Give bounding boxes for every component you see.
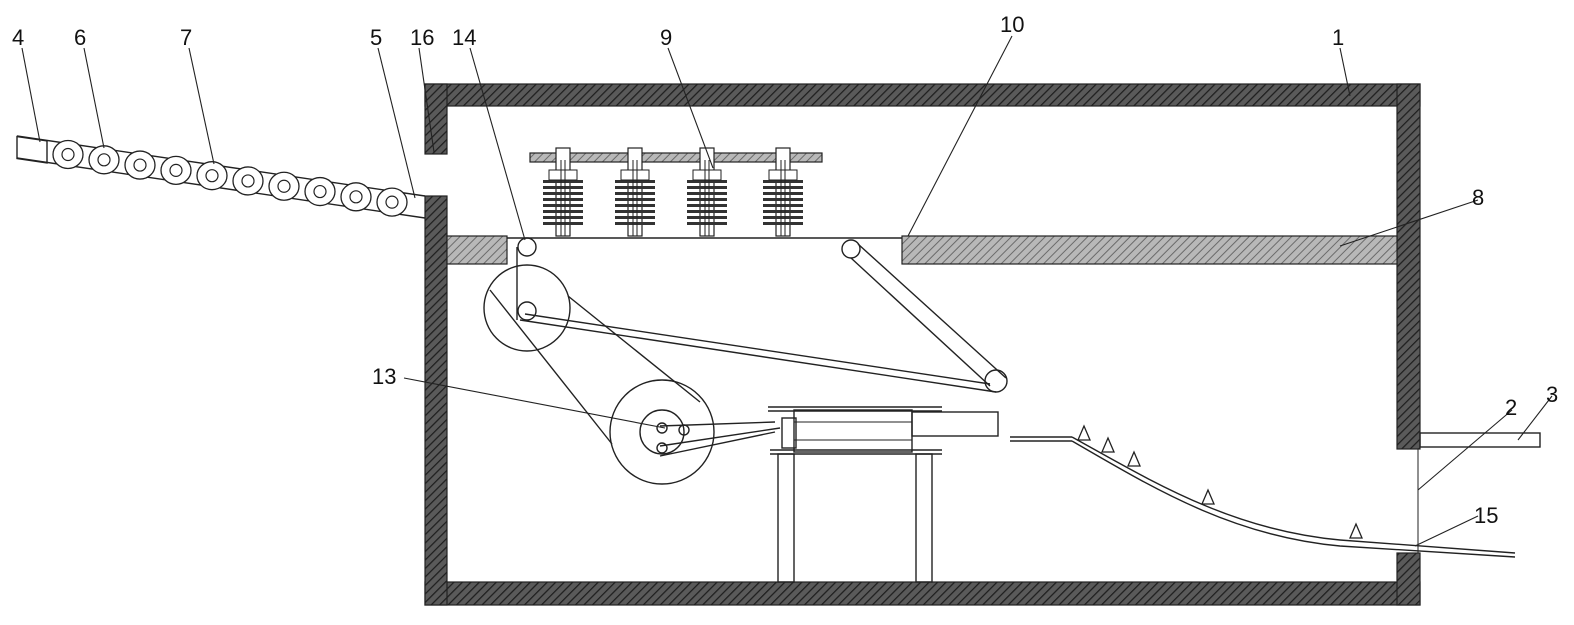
cutter-support-beam — [529, 152, 823, 163]
belt-pulley-large-hub — [639, 409, 685, 455]
label-5: 5 — [370, 25, 382, 50]
cutter-unit — [687, 147, 727, 237]
label-8: 8 — [1472, 185, 1484, 210]
cutter-unit — [543, 147, 583, 237]
label-16: 16 — [410, 25, 434, 50]
outlet-chute-plate — [1419, 432, 1541, 448]
cutter-roller-bank — [529, 147, 823, 237]
housing-right-wall-upper — [1396, 83, 1421, 450]
label-10: 10 — [1000, 12, 1024, 37]
inlet-roller — [124, 150, 156, 180]
conveyor-plate — [446, 235, 1398, 265]
plate-right-section — [901, 235, 1398, 265]
chute-stud — [1077, 424, 1091, 441]
chute-stud — [1349, 522, 1363, 539]
actuator-rod-head — [911, 411, 999, 437]
label-1: 1 — [1332, 25, 1344, 50]
belt-pulley-small-center — [517, 301, 537, 321]
stand-leg-right — [915, 453, 933, 583]
label-3: 3 — [1546, 382, 1558, 407]
housing-bottom-wall — [424, 581, 1421, 606]
belt-idler-top-left — [517, 237, 537, 257]
label-15: 15 — [1474, 503, 1498, 528]
linkage-clevis — [781, 417, 797, 449]
housing-left-wall-lower — [424, 195, 448, 606]
chute-stud — [1101, 436, 1115, 453]
cutter-unit — [763, 147, 803, 237]
label-4: 4 — [12, 25, 24, 50]
chute-stud — [1201, 488, 1215, 505]
belt-drive — [483, 237, 1008, 485]
label-6: 6 — [74, 25, 86, 50]
linkage-actuator — [656, 406, 999, 583]
cutter-units — [543, 147, 803, 237]
inlet-roller — [304, 176, 336, 207]
leader-lines — [21, 35, 1553, 547]
inlet-roller — [340, 182, 372, 212]
inlet-roller — [196, 161, 228, 191]
belt-pulley-large — [609, 379, 715, 485]
label-7: 7 — [180, 25, 192, 50]
discharge-chute — [1010, 424, 1516, 558]
reference-labels: 4 6 7 5 16 14 9 10 1 8 13 2 3 15 — [12, 12, 1558, 528]
inlet-rollers — [52, 139, 408, 217]
housing-top-wall — [424, 83, 1421, 107]
chute-stud — [1127, 450, 1141, 467]
belt-idler-top-right — [841, 239, 861, 259]
outlet-chute — [1419, 432, 1541, 448]
chute-studs — [1077, 424, 1363, 539]
inlet-roller — [160, 155, 192, 186]
housing-right-wall-lower — [1396, 552, 1421, 606]
inlet-roller — [232, 166, 264, 196]
housing-left-wall-upper — [424, 83, 448, 155]
label-14: 14 — [452, 25, 476, 50]
inlet-roller — [268, 171, 300, 201]
plate-left-section — [446, 235, 508, 265]
stand-leg-left — [777, 453, 795, 583]
belt-idler-bottom-right — [984, 369, 1008, 393]
label-13: 13 — [372, 364, 396, 389]
actuator-cylinder-body — [793, 409, 913, 453]
cutter-unit — [615, 147, 655, 237]
label-2: 2 — [1505, 395, 1517, 420]
inlet-roller — [52, 139, 84, 170]
inlet-end-block — [16, 135, 48, 164]
inlet-roller-conveyor — [16, 135, 426, 219]
housing — [424, 83, 1421, 606]
inlet-roller — [88, 145, 120, 175]
label-9: 9 — [660, 25, 672, 50]
belt-pulley-small — [483, 264, 571, 352]
inlet-roller — [376, 187, 408, 217]
